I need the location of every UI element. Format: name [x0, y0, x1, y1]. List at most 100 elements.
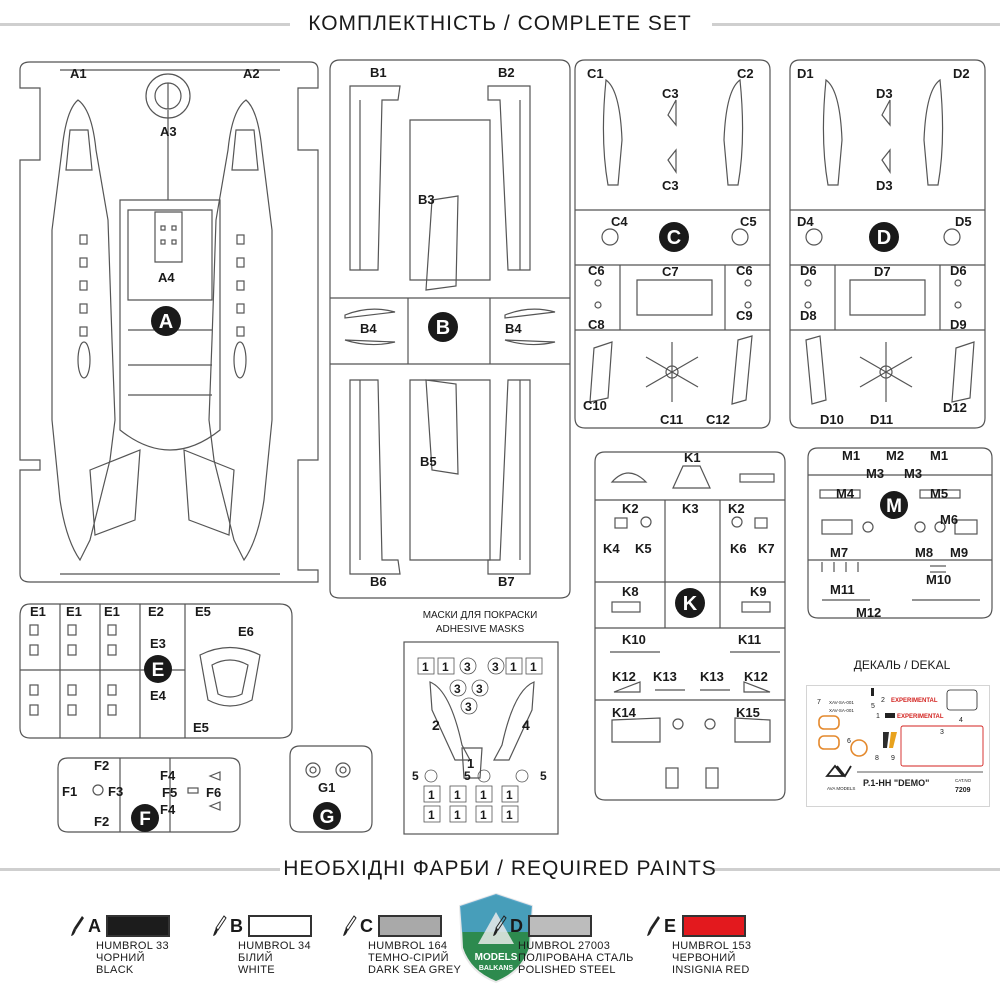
paint-a-code: HUMBROL 33	[96, 940, 169, 952]
decal-artwork: 7 XAV-SA-001 XAV-SA-001 5 2 EXPERIMENTAL…	[817, 688, 984, 794]
paint-d-ua: ПОЛІРОВАНА СТАЛЬ	[518, 952, 634, 964]
sprue-f-letter: F	[139, 809, 151, 830]
ava-logo-icon	[825, 764, 852, 778]
paint-a-swatch	[106, 915, 170, 937]
part-label-c7: C7	[662, 264, 679, 279]
sprue-c-badge	[659, 222, 689, 252]
part-label-k2-left: K2	[622, 501, 639, 516]
part-label-c10: C10	[583, 398, 607, 413]
mask-label-1: 1	[506, 788, 513, 802]
part-label-m5: M5	[930, 486, 948, 501]
paint-c-en: DARK SEA GREY	[368, 964, 462, 976]
sprue-k	[594, 451, 786, 801]
paint-c-code: HUMBROL 164	[368, 940, 448, 952]
paint-a-ua: ЧОРНИЙ	[96, 952, 145, 964]
part-label-m4: M4	[836, 486, 855, 501]
paint-c: C HUMBROL 164 ТЕМНО-СІРИЙ DARK SEA GREY	[342, 912, 512, 976]
page-title: КОМПЛЕКТНІСТЬ / COMPLETE SET	[308, 12, 692, 35]
sprue-m-letter: M	[886, 496, 902, 517]
part-label-a4: A4	[158, 270, 175, 285]
part-label-d8: D8	[800, 308, 817, 323]
part-label-d6-left: D6	[800, 263, 817, 278]
mask-label-3: 3	[465, 700, 472, 714]
mask-label-1: 1	[530, 660, 537, 674]
paint-d-letter: D	[510, 915, 523, 936]
part-label-e5-top: E5	[195, 604, 211, 619]
part-label-f4-bottom: F4	[160, 802, 176, 817]
paint-e: E HUMBROL 153 ЧЕРВОНИЙ INSIGNIA RED	[646, 912, 816, 976]
part-label-k12-right: K12	[744, 669, 768, 684]
paint-d-swatch	[528, 915, 592, 937]
part-label-k10: K10	[622, 632, 646, 647]
brush-icon	[493, 915, 507, 936]
part-label-d10: D10	[820, 412, 844, 427]
decal-number-7: 7	[817, 699, 821, 706]
part-label-c6-left: C6	[588, 263, 605, 278]
part-label-m12: M12	[856, 605, 881, 620]
part-label-e4: E4	[150, 688, 167, 703]
sprue-c-letter: C	[667, 227, 681, 249]
sprues-drawing	[19, 59, 993, 835]
paint-b-swatch	[248, 915, 312, 937]
paint-c-ua: ТЕМНО-СІРИЙ	[368, 952, 449, 964]
part-label-e1-c: E1	[104, 604, 120, 619]
part-label-c5: C5	[740, 214, 757, 229]
mask-label-5: 5	[464, 769, 471, 783]
part-label-c6-right: C6	[736, 263, 753, 278]
paint-e-code: HUMBROL 153	[672, 940, 752, 952]
part-label-d4: D4	[797, 214, 814, 229]
mask-label-1: 1	[506, 808, 513, 822]
watermark-text-1: MODELS	[475, 952, 518, 963]
part-label-k11: K11	[738, 632, 761, 647]
title-rule-left	[0, 23, 290, 26]
mask-label-4: 4	[522, 717, 530, 733]
paint-e-swatch	[682, 915, 746, 937]
decal-code-2: XAV-SA-001	[829, 708, 854, 713]
sprue-d-badge	[869, 222, 899, 252]
mask-label-1: 1	[454, 808, 461, 822]
part-label-d7: D7	[874, 264, 891, 279]
part-label-f2-top: F2	[94, 758, 109, 773]
part-label-c8: C8	[588, 317, 605, 332]
sprue-d-letter: D	[877, 227, 891, 249]
part-label-e5-bottom: E5	[193, 720, 209, 735]
part-label-c9: C9	[736, 308, 753, 323]
part-label-d9: D9	[950, 317, 967, 332]
part-label-m2: M2	[886, 448, 904, 463]
brush-icon	[213, 915, 227, 936]
decal-number-9: 9	[891, 755, 895, 762]
decal-cat-number: 7209	[955, 787, 971, 794]
part-label-b4-left: B4	[360, 321, 377, 336]
part-label-k14: K14	[612, 705, 637, 720]
part-label-m10: M10	[926, 572, 951, 587]
paint-d-code: HUMBROL 27003	[518, 940, 611, 952]
part-label-b1: B1	[370, 65, 387, 80]
decal-brand: AVA MODELS	[827, 786, 855, 791]
part-label-c4: C4	[611, 214, 628, 229]
decal-model-name: P.1-HH "DEMO"	[863, 778, 929, 788]
part-label-d5: D5	[955, 214, 972, 229]
sprue-d	[789, 59, 986, 429]
mask-label-1: 1	[510, 660, 517, 674]
part-label-d2: D2	[953, 66, 970, 81]
part-label-e1-b: E1	[66, 604, 82, 619]
mask-label-1: 1	[480, 788, 487, 802]
sprue-k-letter: K	[683, 593, 698, 615]
part-label-k2-right: K2	[728, 501, 745, 516]
decal-experimental-1: EXPERIMENTAL	[891, 698, 938, 704]
mask-label-1: 1	[428, 808, 435, 822]
part-label-e3: E3	[150, 636, 166, 651]
paint-c-letter: C	[360, 915, 373, 936]
sprue-m	[807, 447, 993, 619]
sprue-e-badge	[144, 655, 172, 683]
part-label-m7: M7	[830, 545, 848, 560]
part-label-a2: A2	[243, 66, 260, 81]
part-label-b3: B3	[418, 192, 435, 207]
mask-label-3: 3	[454, 682, 461, 696]
part-label-m1-left: M1	[842, 448, 860, 463]
part-label-m11: M11	[830, 582, 855, 597]
paint-b: B HUMBROL 34 БІЛИЙ WHITE	[212, 912, 382, 976]
masks-sheet	[403, 641, 559, 835]
paint-a: A HUMBROL 33 ЧОРНИЙ BLACK	[70, 912, 240, 976]
part-label-d3-bottom: D3	[876, 178, 893, 193]
